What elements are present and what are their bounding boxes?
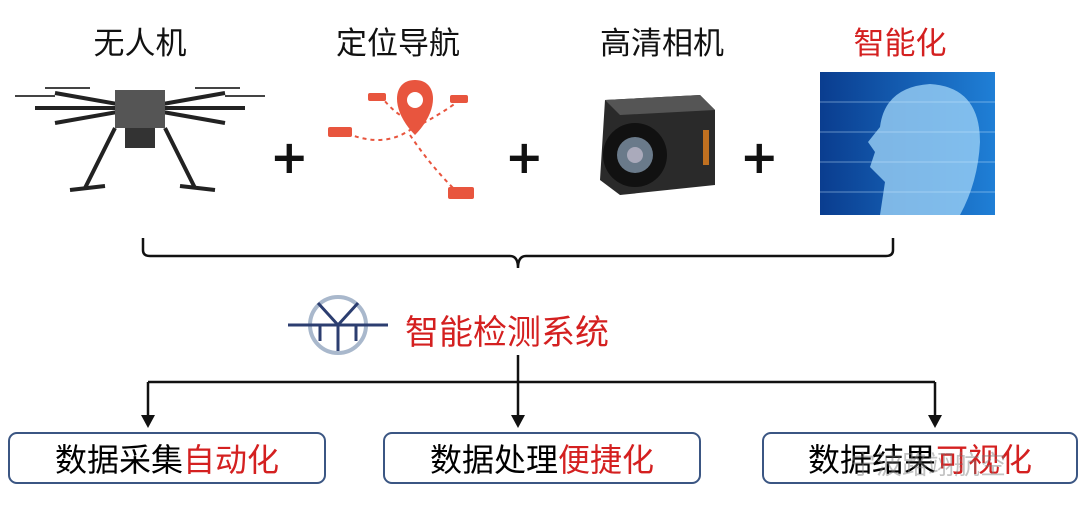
- system-title: 智能检测系统: [405, 313, 609, 353]
- title-intelligence: 智能化: [853, 26, 947, 62]
- box-suffix: 便捷化: [558, 441, 655, 479]
- title-drone: 无人机: [93, 26, 187, 62]
- plus-sign: +: [740, 130, 779, 184]
- wind-turbine-logo-icon: [288, 295, 388, 355]
- connector-lines: [141, 238, 942, 428]
- title-navigation: 定位导航: [336, 26, 460, 62]
- title-camera: 高清相机: [600, 26, 724, 62]
- plus-sign: +: [505, 130, 544, 184]
- camera-icon: [600, 95, 715, 195]
- ai-head-icon: [820, 72, 995, 215]
- watermark: 宁波路翊航空: [850, 451, 1007, 481]
- result-box-visualization: 数据结果可视化: [762, 432, 1078, 484]
- box-prefix: 数据处理: [429, 441, 558, 479]
- result-box-collection: 数据采集自动化: [8, 432, 326, 484]
- location-pin-network-icon: [328, 80, 474, 199]
- box-suffix: 自动化: [183, 441, 280, 479]
- drone-icon: [15, 87, 265, 192]
- box-prefix: 数据采集: [54, 441, 183, 479]
- result-box-processing: 数据处理便捷化: [383, 432, 701, 484]
- box-prefix: 数据结果: [807, 441, 936, 479]
- plus-sign: +: [270, 130, 309, 184]
- box-suffix: 可视化: [936, 441, 1033, 479]
